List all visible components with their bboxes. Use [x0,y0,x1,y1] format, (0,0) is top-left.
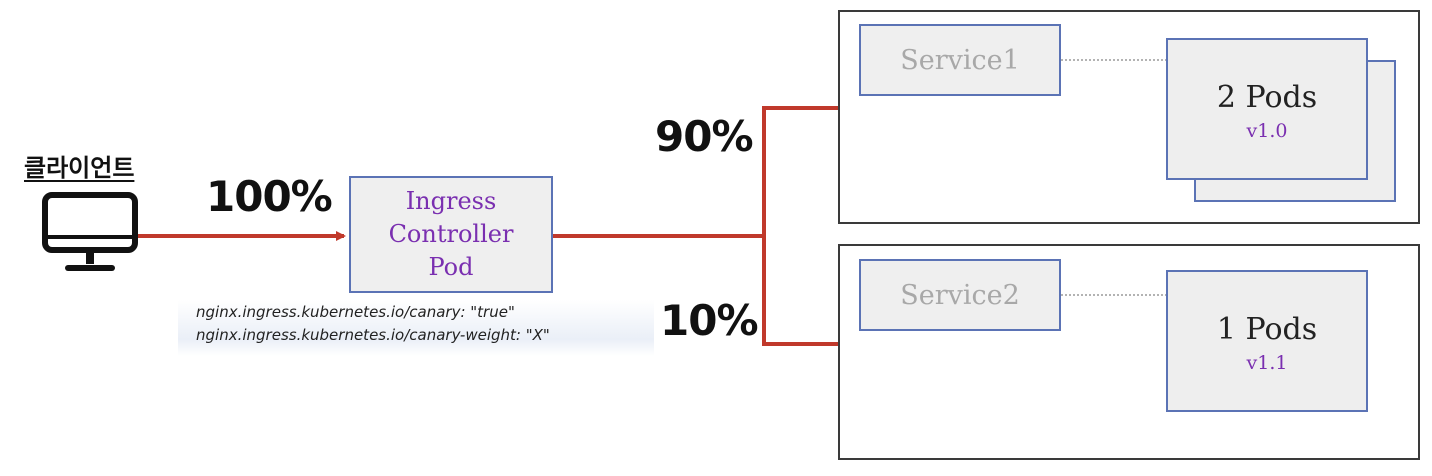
weight-10-label: 10% [660,296,759,345]
weight-100-label: 100% [206,172,333,221]
pods-v1-version: v1.0 [1246,120,1288,142]
pods-v1-box: 2 Pods v1.0 [1166,38,1368,180]
canary-annotation: nginx.ingress.kubernetes.io/canary: "tru… [196,303,515,321]
service2-to-pods-link [1061,294,1171,296]
service2-label: Service2 [900,279,1020,311]
annotation-backdrop [178,300,654,356]
service1-label: Service1 [900,44,1020,76]
pods-v2-version: v1.1 [1246,352,1288,374]
pods-v2-box: 1 Pods v1.1 [1166,270,1368,412]
weight-90-label: 90% [655,112,754,161]
pods-v1-count: 2 Pods [1216,80,1318,115]
service2-box: Service2 [859,259,1061,331]
service1-to-pods-link [1061,59,1171,61]
canary-weight-annotation: nginx.ingress.kubernetes.io/canary-weigh… [196,326,550,344]
service1-box: Service1 [859,24,1061,96]
client-label: 클라이언트 [24,154,135,182]
monitor-icon [42,192,138,271]
ingress-line-3: Pod [428,253,474,281]
ingress-line-2: Controller [388,220,514,248]
ingress-controller-pod-box: Ingress Controller Pod [349,176,553,293]
pods-v2-count: 1 Pods [1216,312,1318,347]
ingress-line-1: Ingress [405,187,497,215]
